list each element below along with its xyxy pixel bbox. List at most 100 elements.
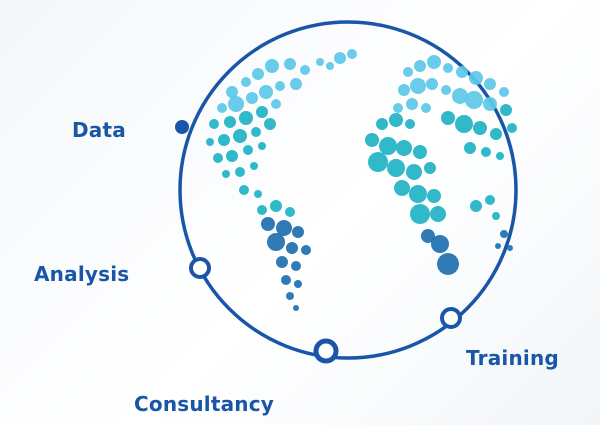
consultancy-label: Consultancy xyxy=(134,392,275,416)
map-dot xyxy=(246,92,258,104)
map-dot xyxy=(233,129,247,143)
map-dot xyxy=(292,226,304,238)
map-dot xyxy=(284,58,296,70)
data-node xyxy=(175,120,189,134)
map-dot xyxy=(286,292,294,300)
map-dot xyxy=(251,127,261,137)
map-dot xyxy=(414,60,426,72)
map-dot xyxy=(484,78,496,90)
training-label: Training xyxy=(466,346,559,370)
map-dot xyxy=(300,65,310,75)
map-dot xyxy=(347,49,357,59)
map-dot xyxy=(406,98,418,110)
map-dot xyxy=(427,55,441,69)
map-dot xyxy=(217,103,227,113)
map-dot xyxy=(490,128,502,140)
map-dot xyxy=(469,71,483,85)
map-dot xyxy=(431,235,449,253)
map-dot xyxy=(499,87,509,97)
map-dot xyxy=(258,142,266,150)
map-dot xyxy=(481,147,491,157)
map-dot xyxy=(483,97,497,111)
map-dot xyxy=(293,305,299,311)
map-dot xyxy=(281,275,291,285)
map-dot xyxy=(376,118,388,130)
map-dot xyxy=(465,91,483,109)
map-dot xyxy=(294,280,302,288)
map-dot xyxy=(276,220,292,236)
map-dot xyxy=(387,159,405,177)
map-dot xyxy=(430,206,446,222)
map-dot xyxy=(455,115,473,133)
map-dot xyxy=(316,58,324,66)
map-dot xyxy=(241,77,251,87)
map-dot xyxy=(239,185,249,195)
map-dot xyxy=(427,189,441,203)
map-dot xyxy=(403,67,413,77)
map-dot xyxy=(235,167,245,177)
map-dot xyxy=(365,133,379,147)
map-dot xyxy=(507,245,513,251)
map-dot xyxy=(470,200,482,212)
map-dot xyxy=(409,185,427,203)
map-dot xyxy=(334,52,346,64)
analysis-node xyxy=(189,257,211,279)
globe-ring xyxy=(178,20,518,360)
map-dot xyxy=(496,152,504,160)
map-dot xyxy=(291,261,301,271)
map-dot xyxy=(275,81,285,91)
map-dot xyxy=(406,164,422,180)
map-dot xyxy=(492,212,500,220)
map-dot xyxy=(222,170,230,178)
map-dot xyxy=(257,205,267,215)
map-dot xyxy=(507,123,517,133)
map-dot xyxy=(326,62,334,70)
map-dot xyxy=(426,78,438,90)
map-dot xyxy=(270,200,282,212)
map-dot xyxy=(254,190,262,198)
map-dot xyxy=(290,78,302,90)
map-dot xyxy=(259,85,273,99)
map-dot xyxy=(250,162,258,170)
consultancy-node xyxy=(313,338,339,364)
map-dot xyxy=(228,96,244,112)
map-dot xyxy=(252,68,264,80)
map-dot xyxy=(410,204,430,224)
map-dot xyxy=(396,140,412,156)
map-dot xyxy=(224,116,236,128)
map-dot xyxy=(286,242,298,254)
map-dot xyxy=(405,119,415,129)
map-dot xyxy=(393,103,403,113)
map-dot xyxy=(413,145,427,159)
map-dot xyxy=(437,253,459,275)
map-dot xyxy=(239,111,253,125)
globe-icon xyxy=(206,49,517,311)
map-dot xyxy=(389,113,403,127)
map-dot xyxy=(206,138,214,146)
data-label: Data xyxy=(72,118,126,142)
map-dot xyxy=(394,180,410,196)
map-dot xyxy=(452,88,468,104)
map-dot xyxy=(485,195,495,205)
map-dot xyxy=(421,103,431,113)
map-dot xyxy=(500,104,512,116)
map-dot xyxy=(379,137,397,155)
map-dot xyxy=(276,256,288,268)
map-dot xyxy=(264,118,276,130)
map-dot xyxy=(265,59,279,73)
map-dot xyxy=(424,162,436,174)
map-dot xyxy=(500,230,508,238)
map-dot xyxy=(209,119,219,129)
training-node xyxy=(440,307,462,329)
map-dot xyxy=(456,66,468,78)
map-dot xyxy=(285,207,295,217)
map-dot xyxy=(301,245,311,255)
analysis-label: Analysis xyxy=(34,262,130,286)
map-dot xyxy=(398,84,410,96)
map-dot xyxy=(441,85,451,95)
map-dot xyxy=(441,111,455,125)
map-dot xyxy=(243,145,253,155)
map-dot xyxy=(473,121,487,135)
map-dot xyxy=(410,78,426,94)
